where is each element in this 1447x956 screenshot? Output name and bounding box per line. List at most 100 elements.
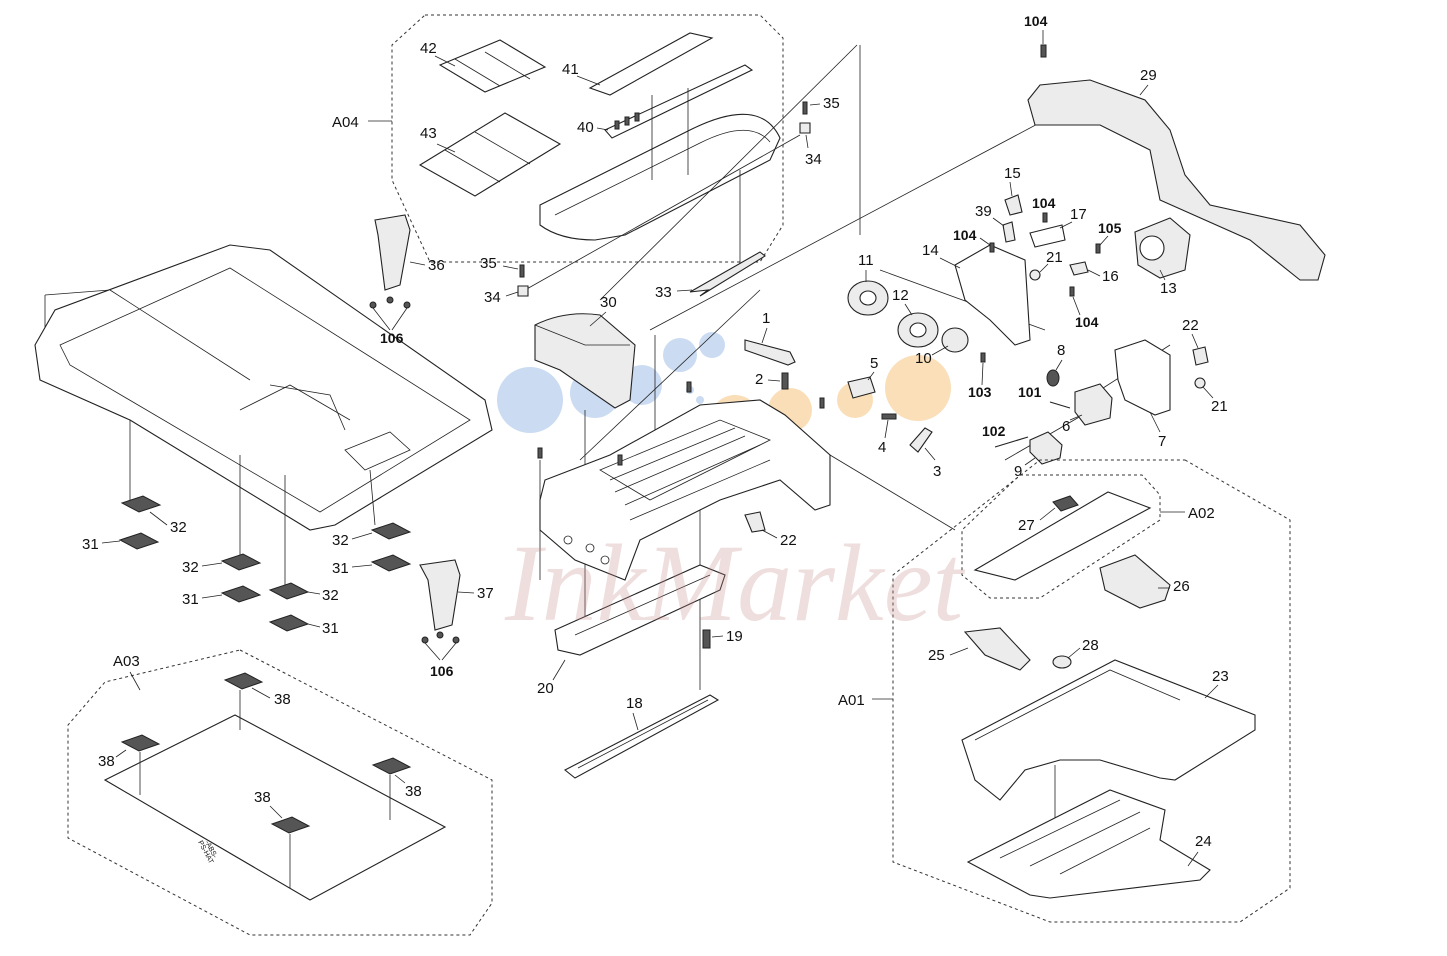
group-a03: A03 -ABS- PS-HAT 38 38 38 38 bbox=[67, 649, 493, 936]
label-41: 41 bbox=[562, 61, 579, 78]
label-34a: 34 bbox=[805, 151, 822, 168]
label-4: 4 bbox=[878, 439, 886, 456]
label-9: 9 bbox=[1014, 463, 1022, 480]
label-2: 2 bbox=[755, 371, 763, 388]
label-5: 5 bbox=[870, 355, 878, 372]
label-38a: 38 bbox=[274, 691, 291, 708]
pads-31-32: 32 31 32 31 32 31 32 31 bbox=[82, 495, 412, 637]
label-37: 37 bbox=[477, 585, 494, 602]
part-43-film bbox=[418, 112, 562, 197]
label-24: 24 bbox=[1195, 833, 1212, 850]
part-35-screw bbox=[802, 101, 808, 115]
label-15: 15 bbox=[1004, 165, 1021, 182]
part-scanner-tray bbox=[34, 244, 493, 531]
part-32-pad bbox=[370, 522, 412, 540]
part-39 bbox=[1002, 221, 1016, 243]
part-3-lever bbox=[909, 427, 933, 453]
label-1: 1 bbox=[762, 310, 770, 327]
label-32d: 32 bbox=[332, 532, 349, 549]
label-101: 101 bbox=[1018, 384, 1042, 400]
part-24-tray bbox=[966, 789, 1211, 899]
label-104b: 104 bbox=[1032, 195, 1056, 211]
part-31-pad bbox=[268, 614, 310, 632]
part-31-pad bbox=[118, 532, 160, 550]
scanner-base bbox=[34, 244, 493, 585]
label-27: 27 bbox=[1018, 517, 1035, 534]
part-26 bbox=[1099, 554, 1171, 609]
part-4-spring bbox=[881, 413, 897, 420]
label-11: 11 bbox=[858, 252, 874, 269]
part-10-gear bbox=[941, 327, 969, 353]
part-main-frame bbox=[539, 399, 831, 581]
hinge-37: 37 106 bbox=[419, 559, 494, 679]
label-33: 33 bbox=[655, 284, 672, 301]
part-38-pad bbox=[371, 757, 412, 775]
part-42-film bbox=[438, 39, 547, 93]
part-40-plate bbox=[604, 64, 754, 139]
label-a01: A01 bbox=[838, 692, 865, 709]
label-42: 42 bbox=[420, 40, 437, 57]
label-a03: A03 bbox=[113, 653, 140, 670]
part-25 bbox=[963, 627, 1031, 671]
part-5-bracket bbox=[847, 376, 876, 399]
label-31d: 31 bbox=[332, 560, 349, 577]
part-14-bracket bbox=[954, 244, 1031, 346]
label-25: 25 bbox=[928, 647, 945, 664]
part-7-frame bbox=[1114, 339, 1171, 416]
part-23-tray bbox=[961, 659, 1256, 801]
label-105: 105 bbox=[1098, 220, 1122, 236]
label-106b: 106 bbox=[430, 663, 454, 679]
part-31-pad bbox=[220, 585, 262, 603]
label-22b: 22 bbox=[1182, 317, 1199, 334]
label-23: 23 bbox=[1212, 668, 1229, 685]
label-35b: 35 bbox=[480, 255, 497, 272]
part-104-screw bbox=[1040, 44, 1047, 58]
part-32-pad bbox=[220, 553, 262, 571]
drive-assembly: 29 104 13 14 15 39 17 104 104 104 bbox=[847, 13, 1326, 480]
part-22-upper bbox=[1192, 346, 1209, 366]
label-19: 19 bbox=[726, 628, 743, 645]
part-36-hinge bbox=[374, 214, 411, 291]
label-a04: A04 bbox=[332, 114, 359, 131]
part-15-sensor bbox=[1004, 194, 1023, 216]
watermark: InkMarket bbox=[504, 522, 966, 644]
label-14: 14 bbox=[922, 242, 939, 259]
part-21-clip bbox=[1029, 269, 1041, 281]
label-20: 20 bbox=[537, 680, 554, 697]
part-31-pad bbox=[370, 554, 412, 572]
part-35-screw bbox=[519, 264, 525, 278]
part-9-solenoid bbox=[1029, 431, 1063, 465]
label-13: 13 bbox=[1160, 280, 1177, 297]
label-8: 8 bbox=[1057, 342, 1065, 359]
part-32-pad bbox=[268, 582, 310, 600]
label-43: 43 bbox=[420, 125, 437, 142]
label-7: 7 bbox=[1158, 433, 1166, 450]
label-38b: 38 bbox=[98, 753, 115, 770]
part-34-clip bbox=[799, 122, 811, 134]
label-3: 3 bbox=[933, 463, 941, 480]
part-16 bbox=[1069, 261, 1089, 276]
label-28: 28 bbox=[1082, 637, 1099, 654]
part-1-lever bbox=[744, 339, 796, 366]
hinge-36: 36 106 bbox=[369, 214, 445, 346]
label-34b: 34 bbox=[484, 289, 501, 306]
label-21b: 21 bbox=[1211, 398, 1228, 415]
part-29-arm bbox=[1027, 79, 1326, 281]
label-35a: 35 bbox=[823, 95, 840, 112]
label-6: 6 bbox=[1062, 418, 1070, 435]
part-a03-sheet bbox=[103, 714, 447, 901]
label-a02: A02 bbox=[1188, 505, 1215, 522]
label-104a: 104 bbox=[1024, 13, 1048, 29]
group-a04: A04 42 43 41 40 35 34 bbox=[332, 14, 840, 263]
part-8-spring bbox=[1046, 369, 1060, 387]
label-36: 36 bbox=[428, 257, 445, 274]
part-37-hinge bbox=[419, 559, 461, 631]
part-2-spring bbox=[781, 372, 789, 390]
part-38-pad bbox=[223, 672, 264, 690]
label-32b: 32 bbox=[182, 559, 199, 576]
part-30-cover bbox=[534, 313, 636, 409]
part-27-board bbox=[973, 491, 1152, 581]
label-31a: 31 bbox=[82, 536, 99, 553]
